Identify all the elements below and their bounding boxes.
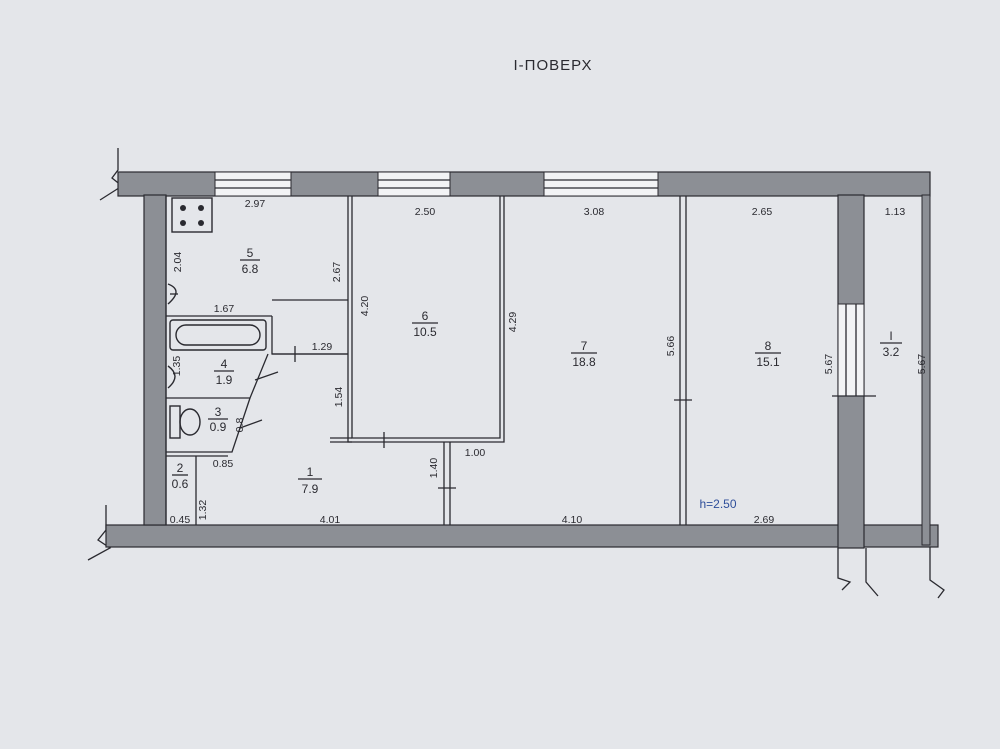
dim-top-r8: 2.65 [752, 206, 773, 218]
dim-r1-bottom: 4.01 [320, 514, 341, 526]
break-line-bottom-left [87, 505, 112, 561]
wall-bottom [105, 524, 939, 548]
ceiling-height: h=2.50 [699, 497, 736, 511]
dim-r8-left: 5.66 [665, 336, 677, 357]
dim-r5-left: 2.04 [172, 252, 184, 273]
dim-rI-left: 5.67 [823, 354, 835, 375]
svg-text:6.8: 6.8 [242, 262, 259, 276]
break-line-bottom-right [929, 545, 945, 599]
dim-bottom-small: 0.45 [170, 514, 191, 526]
svg-text:18.8: 18.8 [572, 355, 596, 369]
window-room-7 [543, 171, 659, 197]
bathtub-icon [169, 319, 267, 351]
svg-text:I: I [889, 329, 892, 343]
svg-text:6: 6 [422, 309, 429, 323]
break-line-top-left [99, 148, 124, 201]
svg-text:2: 2 [177, 461, 184, 475]
room-8-label: 8 15.1 [755, 339, 781, 369]
stove-icon [171, 197, 213, 233]
svg-text:8: 8 [765, 339, 772, 353]
bath-sink-icon [167, 365, 176, 389]
dim-top-r7: 3.08 [584, 206, 605, 218]
dim-r8-bottom: 2.69 [754, 514, 775, 526]
svg-text:4: 4 [221, 357, 228, 371]
svg-text:1: 1 [307, 465, 314, 479]
toilet-icon [169, 405, 201, 439]
balcony-door [832, 303, 876, 397]
dim-r1-wall: 1.54 [333, 387, 345, 408]
room-2-label: 2 0.6 [172, 461, 189, 491]
svg-text:1.9: 1.9 [216, 373, 233, 387]
dim-rI-right: 5.67 [916, 354, 928, 375]
window-room-5 [214, 171, 292, 197]
svg-text:5: 5 [247, 246, 254, 260]
dim-r4-left: 1.35 [171, 356, 183, 377]
dim-bath-width: 1.67 [214, 303, 235, 315]
wall-bath-right [271, 316, 348, 355]
plan-title: І-ПОВЕРХ [514, 57, 593, 74]
walls-room-6 [347, 196, 505, 443]
dim-r4-right: 1.29 [312, 341, 333, 353]
wall-bath-horizontal [272, 299, 348, 355]
svg-text:0.6: 0.6 [172, 477, 189, 491]
dim-r6-left: 4.20 [359, 296, 371, 317]
room-7-label: 7 18.8 [571, 339, 597, 369]
door-mark-wc [239, 419, 263, 429]
walls-room-6-inner [351, 196, 501, 439]
dim-r2-left: 1.32 [197, 500, 209, 521]
dim-top-r6: 2.50 [415, 206, 436, 218]
dim-door-width: 1.00 [465, 447, 486, 459]
dim-door-height: 1.40 [428, 458, 440, 479]
door-mark-bath [254, 371, 279, 381]
room-5-label: 5 6.8 [240, 246, 260, 276]
wall-wc-bottom [166, 397, 251, 453]
dim-top-r5: 2.97 [245, 198, 266, 210]
break-line-bottom-mid2 [865, 548, 879, 597]
wall-room-6-bottom [330, 437, 352, 443]
svg-text:3: 3 [215, 405, 222, 419]
kitchen-sink-icon [167, 283, 178, 305]
svg-text:7.9: 7.9 [302, 482, 319, 496]
dim-r7-bottom: 4.10 [562, 514, 583, 526]
wall-left [143, 194, 167, 526]
wall-corridor-1 [443, 442, 451, 525]
svg-text:15.1: 15.1 [756, 355, 780, 369]
dim-r2-width: 0.85 [213, 458, 234, 470]
svg-text:3.2: 3.2 [883, 345, 900, 359]
wall-room-7-8 [679, 196, 687, 525]
dim-top-rI: 1.13 [885, 206, 906, 218]
room-1-label: 1 7.9 [298, 465, 322, 496]
wall-right [921, 194, 931, 546]
svg-text:0.9: 0.9 [210, 420, 227, 434]
dim-r6-right: 4.29 [507, 312, 519, 333]
svg-text:10.5: 10.5 [413, 325, 437, 339]
room-3-label: 3 0.9 [208, 405, 228, 434]
room-6-label: 6 10.5 [412, 309, 438, 339]
window-room-6 [377, 171, 451, 197]
break-line-bottom-mid [837, 548, 852, 591]
dim-r5-right: 2.67 [331, 262, 343, 283]
dim-r3-side: 0.8 [234, 418, 246, 433]
svg-text:7: 7 [581, 339, 588, 353]
room-4-label: 4 1.9 [214, 357, 234, 387]
room-I-label: I 3.2 [880, 329, 902, 359]
